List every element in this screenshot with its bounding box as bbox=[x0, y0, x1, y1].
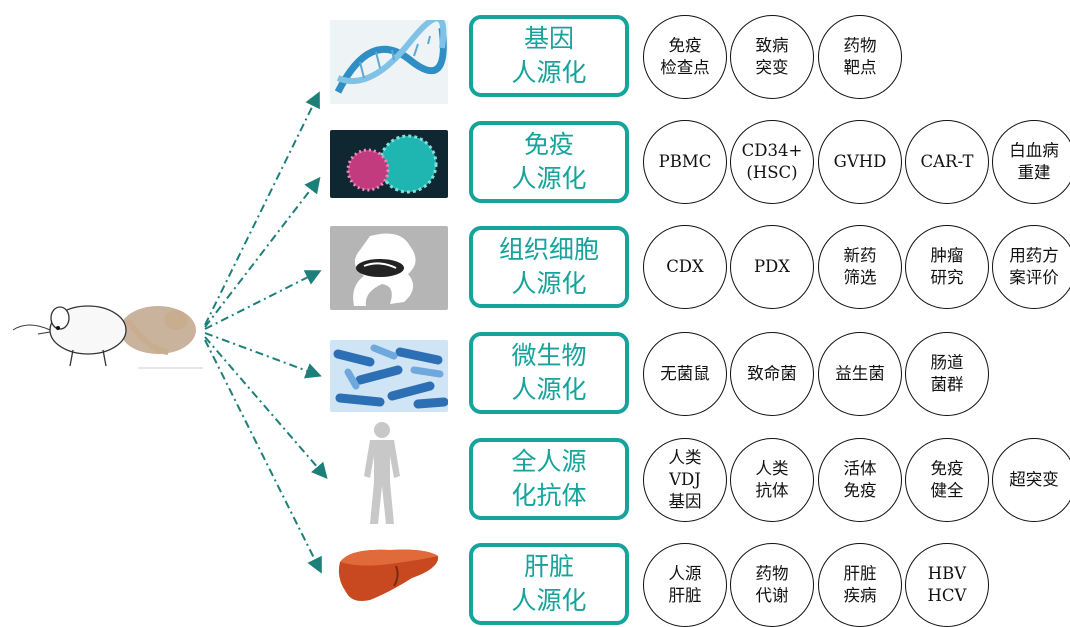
category-box: 全人源 化抗体 bbox=[469, 438, 629, 520]
liver-image bbox=[330, 542, 448, 608]
tag-circle: HBV HCV bbox=[905, 543, 989, 627]
tag-circle: CAR-T bbox=[905, 120, 989, 204]
tag-circle: 免疫 检查点 bbox=[643, 15, 727, 99]
tag-circle: 人源 肝脏 bbox=[643, 543, 727, 627]
tag-circle: 益生菌 bbox=[818, 332, 902, 416]
tag-circle: 用药方 案评价 bbox=[992, 225, 1070, 309]
category-box: 微生物 人源化 bbox=[469, 332, 629, 414]
tag-circle: 肝脏 疾病 bbox=[818, 543, 902, 627]
tag-circle: 致命菌 bbox=[730, 332, 814, 416]
tag-circle: 白血病 重建 bbox=[992, 120, 1070, 204]
category-box: 组织细胞 人源化 bbox=[469, 226, 629, 308]
tag-circle: 药物 靶点 bbox=[818, 15, 902, 99]
tag-circle: CDX bbox=[643, 225, 727, 309]
tag-circle: 免疫 健全 bbox=[905, 438, 989, 522]
category-box: 基因 人源化 bbox=[469, 15, 629, 97]
tissue-cell-image bbox=[330, 226, 448, 310]
arrow-to-microbe bbox=[204, 332, 322, 379]
immune-cell-image bbox=[330, 130, 448, 198]
tag-circle: 肠道 菌群 bbox=[905, 332, 989, 416]
mouse-illustration bbox=[8, 290, 208, 370]
arrow-to-tissue bbox=[204, 270, 322, 330]
tag-circle: 人类 VDJ 基因 bbox=[643, 438, 727, 522]
tag-circle: CD34+ (HSC) bbox=[730, 120, 814, 204]
arrow-to-gene bbox=[204, 91, 320, 326]
tag-circle: 人类 抗体 bbox=[730, 438, 814, 522]
microbe-image bbox=[330, 340, 448, 412]
arrow-to-liver bbox=[204, 339, 322, 574]
tag-circle: PBMC bbox=[643, 120, 727, 204]
dna-helix-image bbox=[330, 20, 448, 104]
tag-circle: 药物 代谢 bbox=[730, 543, 814, 627]
tag-circle: 无菌鼠 bbox=[643, 332, 727, 416]
tag-circle: 活体 免疫 bbox=[818, 438, 902, 522]
tag-circle: 超突变 bbox=[992, 438, 1070, 522]
tag-circle: 肿瘤 研究 bbox=[905, 225, 989, 309]
human-body-image bbox=[330, 420, 448, 526]
category-box: 免疫 人源化 bbox=[469, 121, 629, 203]
tag-circle: 新药 筛选 bbox=[818, 225, 902, 309]
category-box: 肝脏 人源化 bbox=[469, 543, 629, 625]
arrow-to-immune bbox=[204, 176, 321, 328]
tag-circle: PDX bbox=[730, 225, 814, 309]
tag-circle: GVHD bbox=[818, 120, 902, 204]
arrow-to-antibody bbox=[204, 336, 328, 480]
tag-circle: 致病 突变 bbox=[730, 15, 814, 99]
